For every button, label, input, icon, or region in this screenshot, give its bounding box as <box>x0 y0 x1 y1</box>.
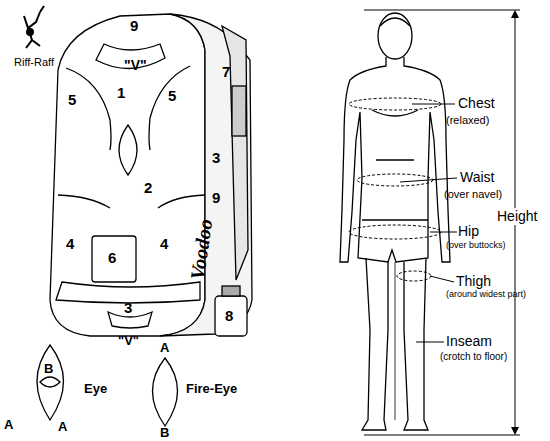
eye-letter: A <box>160 341 169 355</box>
icon-caption: Riff-Raff <box>14 56 54 68</box>
callout-number: 4 <box>160 236 168 253</box>
callout-number: 2 <box>144 180 152 197</box>
callout-number: 3 <box>124 300 132 317</box>
callout-number: 5 <box>68 92 76 109</box>
callout-number: 9 <box>130 18 138 35</box>
callout-number: 7 <box>222 64 230 81</box>
measure-label: Inseam <box>446 334 492 349</box>
measure-note: (over navel) <box>444 188 502 200</box>
callout-number: 3 <box>212 150 220 167</box>
eye-label: Eye <box>84 382 107 396</box>
callout-number: "V" <box>118 334 139 348</box>
callout-number: 4 <box>66 236 74 253</box>
callout-number: 8 <box>225 308 233 325</box>
callout-number: 9 <box>212 190 220 207</box>
eye-letter: A <box>58 420 67 434</box>
container-drawing <box>37 14 252 426</box>
measure-label: Chest <box>458 96 495 111</box>
eye-letter: B <box>160 426 169 440</box>
measure-note: (relaxed) <box>446 114 489 126</box>
measure-note: (over buttocks) <box>446 241 506 251</box>
eye-letter: B <box>44 362 53 376</box>
measure-label: Thigh <box>456 274 491 289</box>
measure-label: Hip <box>458 224 479 239</box>
eye-letter: A <box>4 418 13 432</box>
eye-label: Fire-Eye <box>186 382 237 396</box>
callout-number: 6 <box>108 250 116 267</box>
measure-label: Height <box>495 208 539 225</box>
human-figure <box>340 13 450 430</box>
measure-label: Waist <box>460 170 494 185</box>
riff-raff-icon <box>24 6 44 48</box>
callout-number: "V" <box>124 58 147 73</box>
callout-number: 5 <box>168 88 176 105</box>
callout-number: 1 <box>117 85 125 102</box>
measure-note: (around widest part) <box>446 290 526 300</box>
measure-note: (crotch to floor) <box>440 351 507 362</box>
